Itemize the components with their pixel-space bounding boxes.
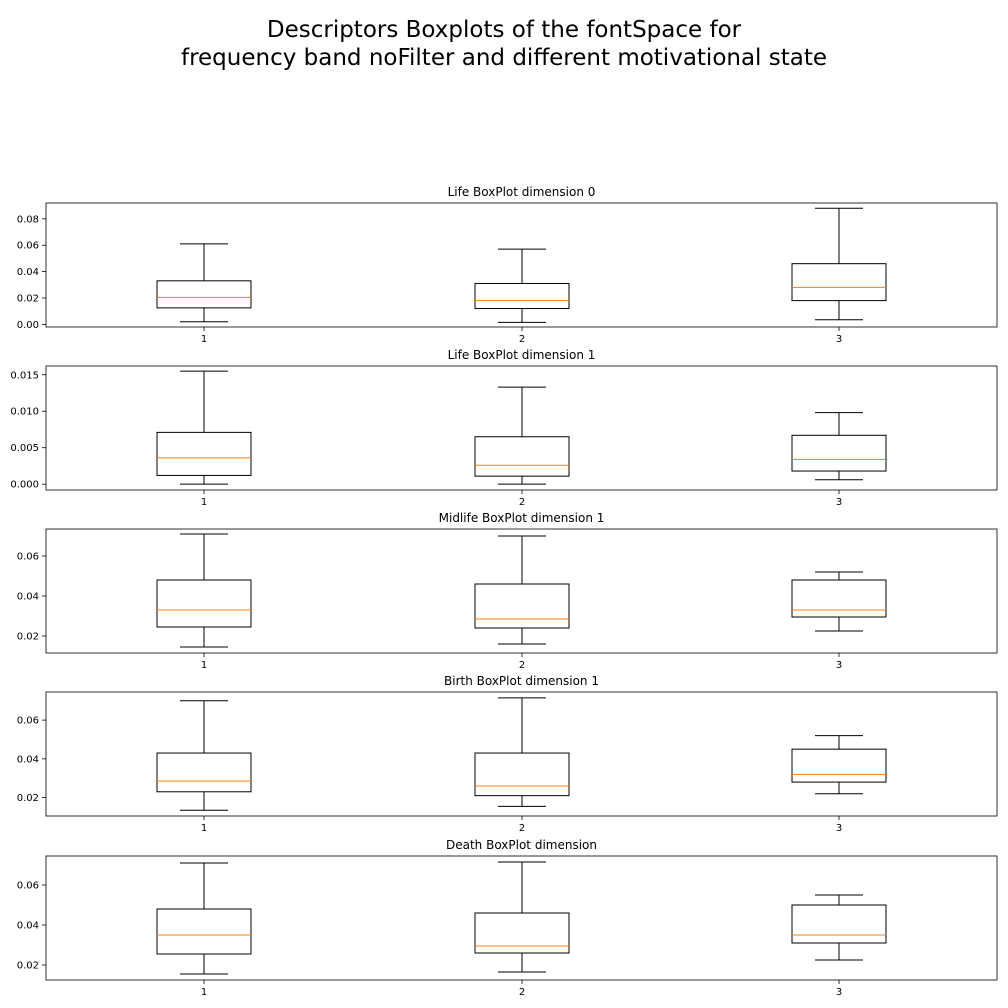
box-3: [791, 412, 887, 481]
subplot-4: Birth BoxPlot dimension 1 0.02 0.04 0.06 1 2 3: [17, 674, 998, 834]
y-tick-label: 0.010: [10, 407, 39, 418]
x-tick-label: 1: [201, 497, 207, 508]
y-tick-label: 0.04: [17, 921, 39, 932]
box-body: [156, 579, 252, 628]
x-tick-label: 2: [519, 334, 525, 345]
x-tick-label: 3: [836, 987, 842, 998]
x-tick-label: 3: [836, 660, 842, 671]
y-tick-label: 0.00: [17, 320, 39, 331]
box-3: [791, 571, 887, 632]
y-tick-label: 0.02: [17, 793, 39, 804]
x-tick-label: 1: [201, 334, 207, 345]
y-tick-label: 0.02: [17, 293, 39, 304]
axes-frame: [45, 365, 998, 491]
box-body: [156, 280, 252, 309]
box-body: [791, 748, 887, 783]
box-body: [156, 908, 252, 955]
y-tick-label: 0.02: [17, 632, 39, 643]
subplot-5: Death BoxPlot dimension 0.02 0.04 0.06 1 2 3: [17, 838, 998, 998]
axes-frame: [45, 855, 998, 981]
x-tick-label: 1: [201, 660, 207, 671]
y-tick-label: 0.06: [17, 881, 39, 892]
subplot-1: Life BoxPlot dimension 0 0.00 0.02 0.04 0.06…: [17, 185, 998, 345]
subplot-title: Death BoxPlot dimension: [446, 838, 597, 852]
subplot-title: Midlife BoxPlot dimension 1: [439, 511, 605, 525]
y-tick-label: 0.000: [10, 480, 39, 491]
box-body: [791, 904, 887, 944]
y-tick-label: 0.06: [17, 716, 39, 727]
y-tick-label: 0.06: [17, 241, 39, 252]
y-tick-label: 0.005: [10, 443, 39, 454]
subplot-title: Life BoxPlot dimension 0: [448, 185, 596, 199]
box-2: [474, 248, 570, 323]
x-tick-label: 3: [836, 823, 842, 834]
box-2: [474, 386, 570, 485]
box-body: [474, 583, 570, 629]
subplot-title: Birth BoxPlot dimension 1: [444, 674, 599, 688]
figure-title-line-1: Descriptors Boxplots of the fontSpace fo…: [266, 17, 742, 43]
x-tick-label: 2: [519, 987, 525, 998]
figure-title-line-2: frequency band noFilter and different mo…: [180, 45, 828, 71]
y-tick-label: 0.02: [17, 961, 39, 972]
box-1: [156, 370, 252, 485]
box-1: [156, 862, 252, 975]
box-2: [474, 697, 570, 807]
x-tick-label: 3: [836, 497, 842, 508]
box-3: [791, 207, 887, 321]
x-tick-label: 2: [519, 660, 525, 671]
y-tick-label: 0.04: [17, 592, 39, 603]
box-body: [156, 752, 252, 793]
y-tick-label: 0.015: [10, 370, 39, 381]
box-2: [474, 861, 570, 973]
box-body: [474, 436, 570, 477]
box-1: [156, 700, 252, 811]
figure-title: Descriptors Boxplots of the fontSpace fo…: [0, 16, 1008, 72]
axes-frame: [45, 691, 998, 817]
box-body: [791, 263, 887, 302]
y-tick-label: 0.08: [17, 214, 39, 225]
box-body: [156, 431, 252, 476]
box-body: [474, 752, 570, 797]
box-body: [474, 912, 570, 954]
box-2: [474, 535, 570, 645]
axes-frame: [45, 202, 998, 328]
x-tick-label: 3: [836, 334, 842, 345]
x-tick-label: 2: [519, 497, 525, 508]
x-tick-label: 1: [201, 823, 207, 834]
subplot-title: Life BoxPlot dimension 1: [448, 348, 596, 362]
x-tick-label: 1: [201, 987, 207, 998]
box-body: [791, 434, 887, 472]
box-3: [791, 735, 887, 795]
box-1: [156, 243, 252, 323]
subplot-3: Midlife BoxPlot dimension 1 0.02 0.04 0.06 1…: [17, 511, 998, 671]
box-1: [156, 533, 252, 648]
box-body: [474, 282, 570, 310]
subplot-2: Life BoxPlot dimension 1 0.000 0.005 0.010 0…: [10, 348, 998, 508]
axes-frame: [45, 528, 998, 654]
box-3: [791, 894, 887, 961]
y-tick-label: 0.04: [17, 267, 39, 278]
y-tick-label: 0.04: [17, 754, 39, 765]
box-body: [791, 579, 887, 618]
x-tick-label: 2: [519, 823, 525, 834]
y-tick-label: 0.06: [17, 552, 39, 563]
